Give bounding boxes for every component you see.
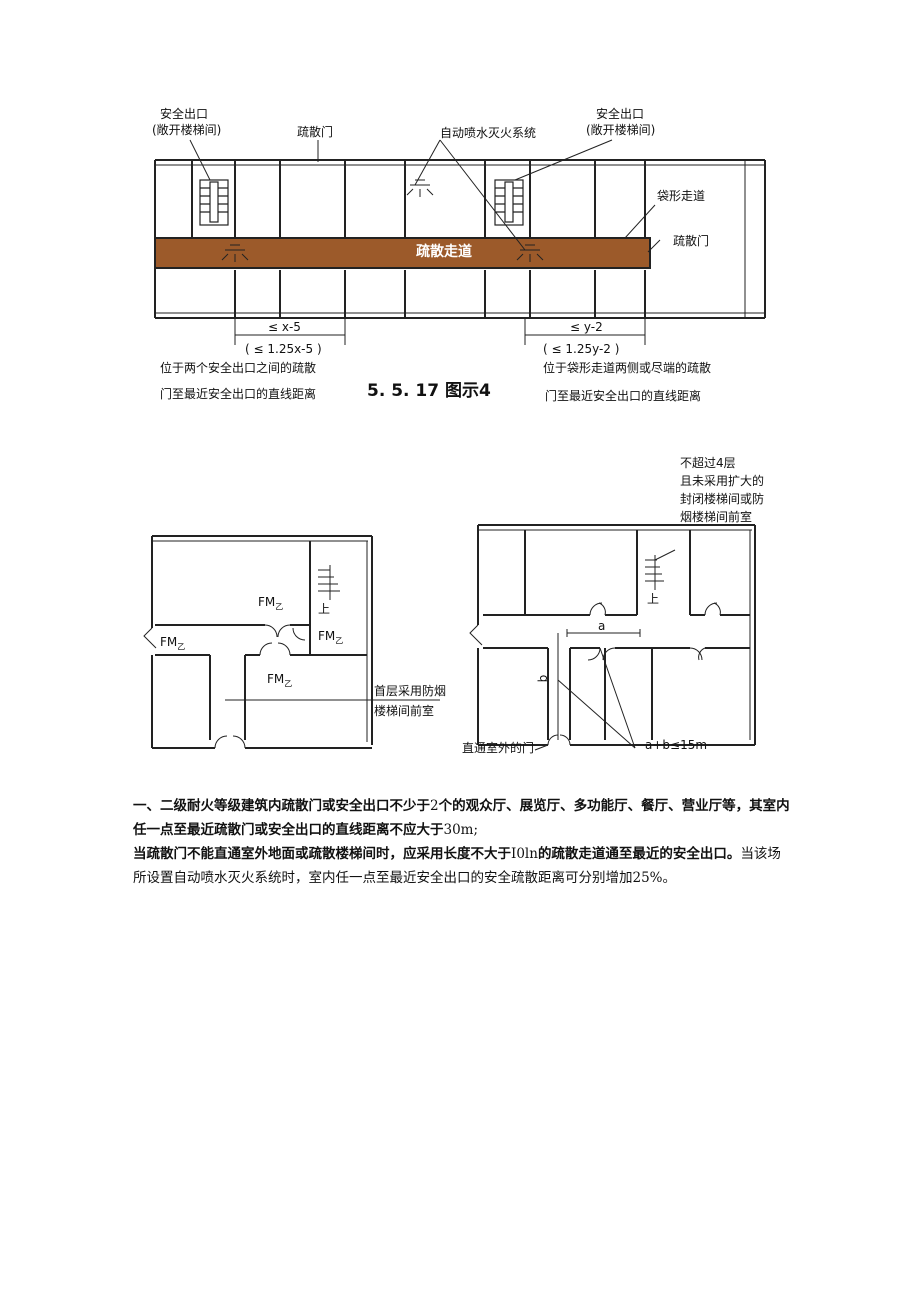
fm-top-label: FM乙 [258,595,284,612]
door-right-label: 疏散门 [673,234,710,248]
dim-left-alt: ( ≤ 1.25x-5 ) [245,342,322,356]
para2-value: I0ln [511,846,538,862]
exit-right-sublabel: (敞开楼梯间) [586,123,656,137]
corridor-plan-drawing [154,139,766,345]
dimension-b-label: b [536,674,551,683]
fm-left-label: FM乙 [160,635,186,652]
floor-plan-left-drawing [143,535,440,749]
lobby-note-line1: 首层采用防烟 [374,684,447,698]
limit-note-line3: 封闭楼梯间或防 [680,492,765,506]
limit-note-line1: 不超过4层 [680,456,736,470]
lobby-note-line2: 楼梯间前室 [374,704,435,718]
exit-door-label: 直通室外的门 [462,741,535,755]
up-mark-right: 上 [647,592,660,606]
figure-caption: 5. 5. 17 图示4 [367,381,491,401]
sprinkler-label: 自动喷水灭火系统 [440,126,537,140]
para2-bold: 当疏散门不能直通室外地面或疏散楼梯间时，应采用长度不大于 [133,846,511,862]
paragraph-1: 一、二级耐火等级建筑内疏散门或安全出口不少于2个的观众厅、展览厅、多功能厅、餐厅… [133,794,793,842]
limit-note-line2: 且未采用扩大的 [680,474,765,488]
distance-formula: a+b≤15m [645,738,708,752]
dim-right-main: ≤ y-2 [570,320,603,334]
fm-bottom-label: FM乙 [267,672,293,689]
paragraph-2: 当疏散门不能直通室外地面或疏散楼梯间时，应采用长度不大于I0ln的疏散走道通至最… [133,842,793,890]
dimension-a-label: a [598,619,606,633]
dim-right-alt: ( ≤ 1.25y-2 ) [543,342,620,356]
exit-left-sublabel: (敞开楼梯间) [152,123,222,137]
note-right-line1: 位于袋形走道两侧或尽端的疏散 [543,361,712,375]
para1-value: 30m; [443,822,479,838]
para2-rest: 当该场所设置自动喷水灭火系统时，室内任一点至最近安全出口的安全疏散距离可分别增加… [133,846,781,886]
door-top-label: 疏散门 [297,125,334,139]
para1-number: 2 [430,798,439,814]
limit-note-line4: 烟楼梯间前室 [680,510,753,524]
fm-right-label: FM乙 [318,629,344,646]
para2-bold2: 的疏散走道通至最近的安全出口。 [537,846,741,862]
body-text: 一、二级耐火等级建筑内疏散门或安全出口不少于2个的观众厅、展览厅、多功能厅、餐厅… [133,794,793,890]
corridor-label: 疏散走道 [416,244,472,260]
para1-bold: 一、二级耐火等级建筑内疏散门或安全出口不少于 [133,798,430,814]
note-left-line1: 位于两个安全出口之间的疏散 [160,361,317,375]
floor-plan-right-drawing [469,524,756,751]
evacuation-corridor [154,237,651,269]
dead-end-label: 袋形走道 [657,189,706,203]
exit-left-label: 安全出口 [160,107,209,121]
note-right-line2: 门至最近安全出口的直线距离 [545,389,702,403]
note-left-line2: 门至最近安全出口的直线距离 [160,387,317,401]
para1-rest: 个的观众厅、展览厅、多功能厅、餐厅、营业厅等，其室内任一点至最近疏散门或安全出口… [133,798,790,838]
exit-right-label: 安全出口 [596,107,645,121]
dim-left-main: ≤ x-5 [268,320,301,334]
up-mark-left: 上 [318,602,331,616]
